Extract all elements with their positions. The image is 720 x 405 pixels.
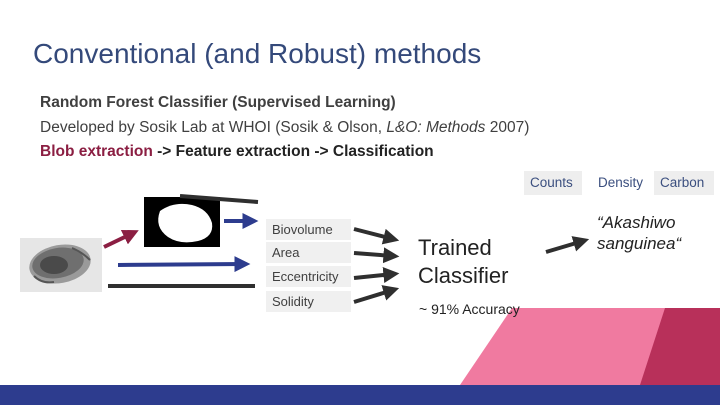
trained-classifier-label: Trained Classifier (418, 234, 508, 290)
line-top-black (179, 194, 259, 204)
species-prediction: “Akashiwo sanguinea“ (597, 212, 681, 254)
arrow-image-to-blob (103, 229, 139, 249)
species-line2: sanguinea“ (597, 234, 682, 253)
feature-area: Area (266, 242, 351, 263)
feature-solidity: Solidity (266, 291, 351, 312)
arrow-solidity (353, 285, 400, 304)
arrow-eccentricity (353, 267, 400, 283)
tab-counts: Counts (524, 171, 582, 195)
species-line1: “Akashiwo (597, 213, 676, 232)
method-line: Random Forest Classifier (Supervised Lea… (40, 94, 396, 111)
feature-biovolume: Biovolume (266, 219, 351, 240)
citation-suffix: 2007) (485, 119, 530, 136)
tab-carbon: Carbon (654, 171, 714, 195)
pipeline-arrow: -> (152, 143, 176, 160)
tab-density: Density (598, 175, 644, 190)
blob-silhouette-image (144, 197, 220, 247)
journal-name: L&O: Methods (386, 119, 486, 136)
citation-line: Developed by Sosik Lab at WHOI (Sosik & … (40, 119, 529, 137)
slide-title: Conventional (and Robust) methods (33, 38, 482, 69)
accuracy-label: ~ 91% Accuracy (419, 301, 520, 317)
plankton-image (20, 238, 102, 292)
feature-eccentricity: Eccentricity (266, 266, 351, 287)
trained-label-line1: Trained (418, 235, 492, 260)
footer-bar (0, 385, 720, 405)
trained-label-line2: Classifier (418, 263, 509, 288)
pipeline-classification: -> Classification (310, 143, 434, 160)
arrow-image-to-features (117, 256, 251, 273)
arrow-to-species (545, 236, 590, 254)
pipeline-line: Blob extraction -> Feature extraction ->… (40, 143, 434, 161)
pipeline-blob-extraction: Blob extraction (40, 143, 153, 160)
dark-red-corner-shape (640, 308, 720, 385)
citation-prefix: Developed by Sosik Lab at WHOI (Sosik & … (40, 119, 387, 136)
arrow-biovolume (353, 227, 400, 245)
pipeline-feature-extraction: Feature extraction (175, 143, 311, 160)
arrow-area (353, 247, 400, 264)
